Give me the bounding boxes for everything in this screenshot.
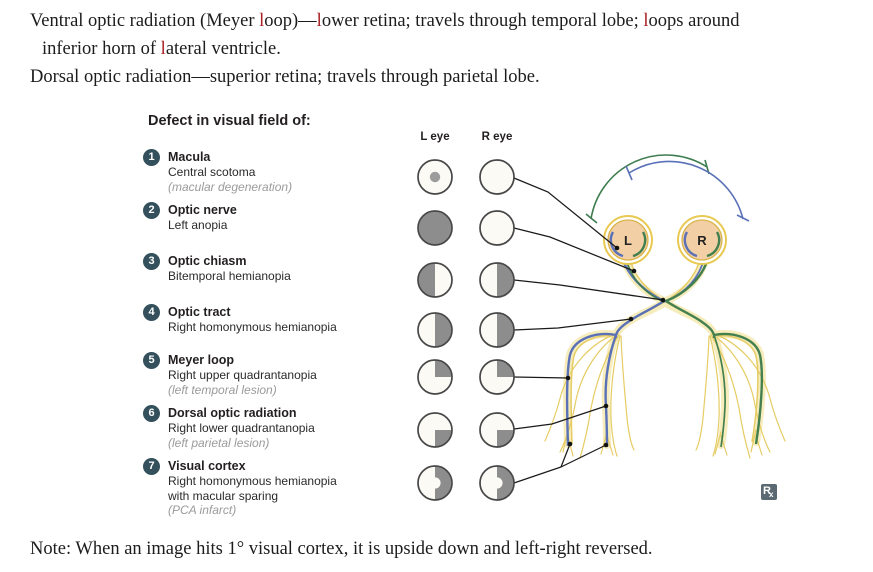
pointer-line-4 <box>513 318 632 331</box>
defect-note: (macular degeneration) <box>168 179 293 194</box>
pointer-line-6 <box>513 405 607 430</box>
defect-name: Macula <box>168 150 211 164</box>
green-field-arc <box>590 154 708 220</box>
blue-field-arc <box>628 160 744 220</box>
defect-name: Optic nerve <box>168 203 237 217</box>
bottom-note: Note: When an image hits 1° visual corte… <box>30 539 653 559</box>
defect-desc: Right upper quadrantanopia <box>168 368 317 382</box>
rx-icon: R x <box>761 484 777 500</box>
pointer-line-1 <box>513 177 618 249</box>
left-eye-column-header: L eye <box>420 131 450 143</box>
optic-radiation-fibers <box>544 332 786 459</box>
defect-desc: Right lower quadrantanopia <box>168 421 315 435</box>
badge-4: 4 <box>143 304 160 321</box>
intro-text: Ventral optic radiation (Meyer loop)—low… <box>30 7 873 91</box>
right-eye: R <box>677 215 727 265</box>
badge-7: 7 <box>143 458 160 475</box>
field-circle-row6-right-eye <box>479 412 515 448</box>
left-eye-label: L <box>624 233 632 248</box>
visual-field-circles <box>417 159 515 501</box>
field-circle-row7-left-eye <box>417 465 453 501</box>
defect-note: (left parietal lesion) <box>168 435 270 450</box>
rx-icon-r: R <box>763 485 771 497</box>
defect-item-dorsal-optic-radiation: 6 Dorsal optic radiation Right lower qua… <box>143 405 413 450</box>
field-circle-row6-left-eye <box>417 412 453 448</box>
field-circle-row7-right-eye <box>479 465 515 501</box>
pointer-line-7b <box>560 444 607 468</box>
defect-desc: Central scotoma <box>168 165 256 179</box>
defect-desc: Bitemporal hemianopia <box>168 269 291 283</box>
badge-6: 6 <box>143 405 160 422</box>
pointer-line-7a <box>513 443 571 484</box>
right-eye-column-header: R eye <box>481 131 513 143</box>
defect-name: Meyer loop <box>168 353 234 367</box>
badge-5: 5 <box>143 352 160 369</box>
badge-3: 3 <box>143 253 160 270</box>
defect-desc-2: with macular sparing <box>168 488 279 503</box>
defect-item-visual-cortex: 7 Visual cortex Right homonymous hemiano… <box>143 458 413 518</box>
blue-pathway <box>565 257 705 448</box>
field-circle-row4-left-eye <box>417 312 453 348</box>
badge-2: 2 <box>143 202 160 219</box>
pointer-line-3 <box>513 279 664 301</box>
field-circle-row1-right-eye <box>479 159 515 195</box>
defect-name: Optic tract <box>168 305 231 319</box>
field-circle-row3-right-eye <box>479 262 515 298</box>
left-eye: L <box>603 215 653 265</box>
defect-item-optic-nerve: 2 Optic nerve Left anopia <box>143 202 413 233</box>
defect-name: Dorsal optic radiation <box>168 406 297 420</box>
green-pathway <box>625 257 764 448</box>
field-circle-row2-right-eye <box>479 210 515 246</box>
defect-note: (left temporal lesion) <box>168 382 277 397</box>
visual-field-arcs <box>585 154 750 224</box>
defect-desc: Right homonymous hemianopia <box>168 320 337 334</box>
pointer-lines <box>513 177 666 484</box>
defect-desc: Right homonymous hemianopia <box>168 474 337 488</box>
defect-item-optic-chiasm: 3 Optic chiasm Bitemporal hemianopia <box>143 253 413 284</box>
field-circle-row5-left-eye <box>417 359 453 395</box>
field-circle-row2-left-eye <box>417 210 453 246</box>
defect-list-title: Defect in visual field of: <box>148 113 311 129</box>
defect-item-optic-tract: 4 Optic tract Right homonymous hemianopi… <box>143 304 413 335</box>
right-eye-label: R <box>697 233 707 248</box>
field-circle-row3-left-eye <box>417 262 453 298</box>
rx-icon-x: x <box>769 490 774 499</box>
defect-item-meyer-loop: 5 Meyer loop Right upper quadrantanopia … <box>143 352 413 397</box>
bundle-yellow-strands <box>570 258 759 445</box>
defect-item-macula: 1 Macula Central scotoma (macular degene… <box>143 149 413 194</box>
field-circle-row5-right-eye <box>479 359 515 395</box>
field-circle-row1-left-eye <box>417 159 453 195</box>
defect-desc: Left anopia <box>168 218 228 232</box>
defect-note: (PCA infarct) <box>168 503 237 517</box>
nerve-halo <box>563 254 766 449</box>
field-circle-row4-right-eye <box>479 312 515 348</box>
dorsal-optic-radiation-paragraph: Dorsal optic radiation—superior retina; … <box>30 67 540 87</box>
defect-name: Optic chiasm <box>168 254 247 268</box>
pointer-line-2 <box>513 227 635 272</box>
ventral-optic-radiation-paragraph: Ventral optic radiation (Meyer loop)—low… <box>30 11 740 59</box>
defect-name: Visual cortex <box>168 459 246 473</box>
pointer-line-5 <box>513 376 569 379</box>
badge-1: 1 <box>143 149 160 166</box>
